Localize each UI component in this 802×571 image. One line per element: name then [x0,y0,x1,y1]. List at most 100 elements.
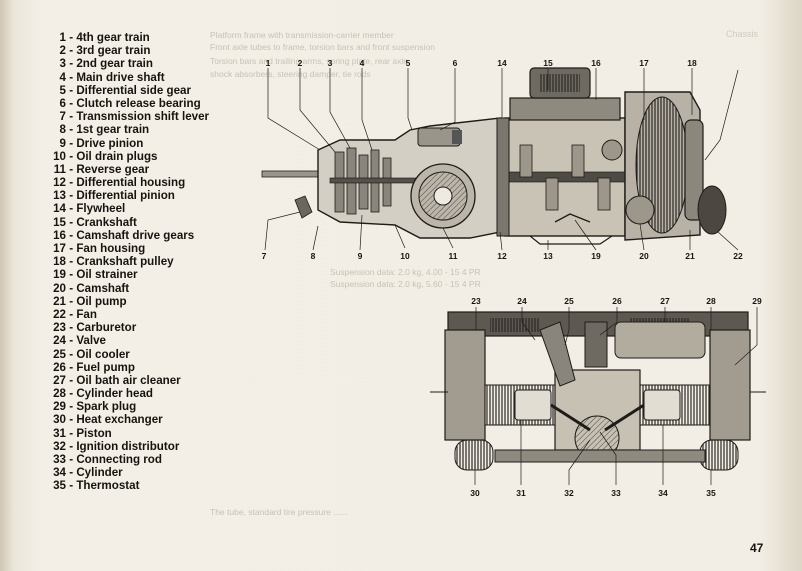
legend-item-number: 4 [59,70,66,84]
bleed-through-line: The tube, standard tire pressure ...... [210,507,348,517]
legend-item-label: Differential side gear [76,83,191,97]
legend-item-label: Clutch release bearing [76,96,201,110]
callout-6: 6 [452,58,458,68]
legend-item-label: Cylinder [76,466,123,480]
legend-item-label: Connecting rod [76,453,162,466]
legend-item-label: Thermostat [76,479,140,493]
legend-item: 10 - Oil drain plugs [34,150,209,163]
callout-35: 35 [706,488,716,498]
legend-item-label: Transmission shift lever [76,110,210,124]
legend-item-number: 28 [53,387,66,401]
legend-item-number: 3 [59,57,66,71]
callout-8: 8 [310,251,316,261]
callout-23: 23 [471,296,481,306]
legend-item-number: 14 [53,202,66,216]
bleed-through-line: Suspension data: 2.0 kg, 5.60 - 15 4 PR [330,279,481,289]
legend-item: 26 - Fuel pump [34,361,209,374]
legend-item-number: 15 [53,215,66,229]
legend-item-label: Camshaft [76,281,130,295]
legend-item-number: 5 [59,83,66,97]
legend-item: 18 - Crankshaft pulley [34,255,209,268]
legend-item-label: 4th gear train [76,31,150,44]
legend-item: 9 - Drive pinion [34,137,209,150]
legend-item-label: Drive pinion [76,136,144,150]
legend-item-label: Heat exchanger [76,413,163,427]
callout-2: 2 [297,58,303,68]
callout-1: 1 [265,58,271,68]
legend-item-number: 35 [53,479,66,493]
callout-21: 21 [685,251,695,261]
legend-item-number: 10 [53,149,66,163]
callout-29: 29 [752,296,762,306]
legend-item-number: 24 [53,334,66,348]
legend-item-label: Main drive shaft [76,70,165,84]
callout-14: 14 [497,58,507,68]
legend-item-label: Camshaft drive gears [76,228,195,242]
legend-item-label: Oil bath air cleaner [76,373,181,387]
legend-item-number: 18 [53,255,66,269]
legend-item: 12 - Differential housing [34,176,209,189]
legend-item-number: 16 [53,228,66,242]
legend-item-number: 27 [53,373,66,387]
legend-item-label: Carburetor [76,321,137,335]
callout-19: 19 [591,251,601,261]
front-cutaway-drawing [430,311,766,471]
legend-item-number: 19 [53,268,66,282]
callout-24: 24 [517,296,527,306]
callout-9: 9 [357,251,363,261]
legend-item-number: 2 [59,44,66,58]
legend-item: 7 - Transmission shift lever [34,110,210,124]
legend-item-number: 21 [53,294,66,308]
legend-item-number: 12 [53,176,66,190]
page-number: 47 [750,541,764,555]
callout-18: 18 [687,58,697,68]
bleed-through-line: Torsion bars and trailing arms, spring p… [210,56,408,66]
legend-item: 29 - Spark plug [34,400,209,413]
legend-item-label: Reverse gear [76,162,150,176]
legend-item-number: 31 [53,426,66,440]
side-leader-lines [264,68,739,251]
legend-item: 15 - Crankshaft [34,216,209,229]
legend-item-label: Cylinder head [76,387,153,401]
legend-item-label: Piston [76,426,112,440]
legend-item: 14 - Flywheel [34,202,209,215]
legend-item: 6 - Clutch release bearing [34,97,209,110]
legend-item: 23 - Carburetor [34,321,209,334]
legend-item-number: 20 [53,281,66,295]
legend-item-number: 25 [53,347,66,361]
legend-item-label: Differential pinion [76,189,175,203]
legend-item-label: Oil cooler [76,347,130,361]
legend-item-number: 22 [53,307,66,321]
legend-item-label: Differential housing [76,176,186,190]
legend-item-number: 29 [53,400,66,414]
callout-31: 31 [516,488,526,498]
callout-20: 20 [639,251,649,261]
callout-32: 32 [564,488,574,498]
legend-item-number: 26 [53,360,66,374]
legend-item-number: 9 [59,136,66,150]
legend-item: 19 - Oil strainer [34,268,209,281]
legend-item-number: 1 [59,31,66,44]
legend-item: 3 - 2nd gear train [34,57,209,70]
legend-item: 22 - Fan [34,308,209,321]
legend-item-number: 23 [53,321,66,335]
legend-item: 33 - Connecting rod [34,453,209,466]
legend-item-label: Crankshaft pulley [76,255,174,269]
callout-13: 13 [543,251,553,261]
legend-item-number: 11 [53,162,66,176]
callout-3: 3 [327,58,333,68]
legend-item-label: Fan housing [76,242,146,255]
callout-16: 16 [591,58,601,68]
legend-item-label: Crankshaft [76,215,137,229]
legend-item-label: Oil pump [76,294,127,308]
legend-item-number: 33 [53,453,66,466]
legend-item-number: 8 [59,123,66,137]
legend-item-number: 30 [53,413,66,427]
bleed-through-heading: Chassis [726,29,759,39]
legend-item-label: Fan [76,307,97,321]
legend-item-label: Valve [76,334,106,348]
legend-item-number: 32 [53,439,66,453]
